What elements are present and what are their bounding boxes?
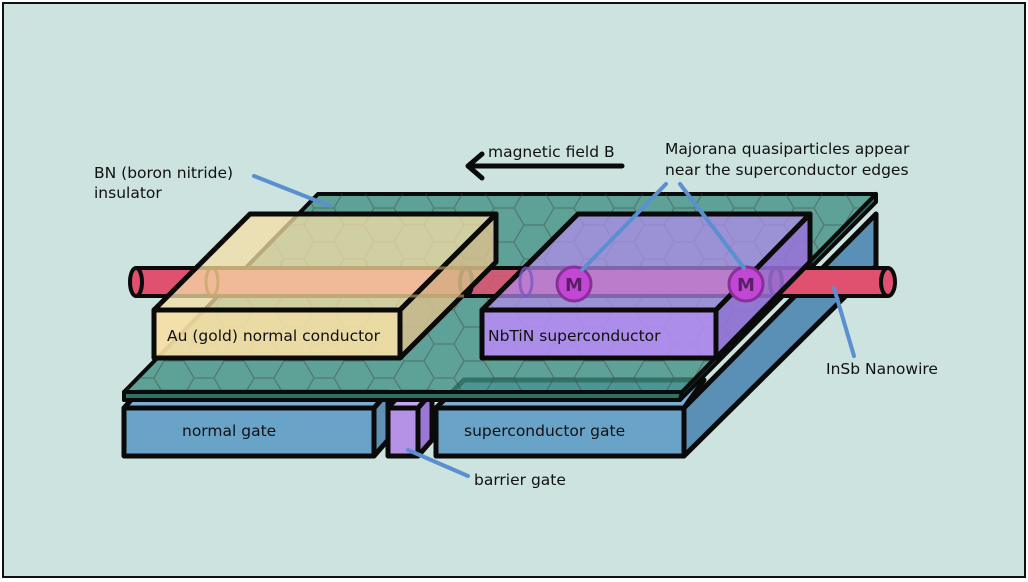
au-conductor-label: Au (gold) normal conductor [167, 327, 381, 345]
nbtin-label: NbTiN superconductor [488, 327, 661, 345]
majorana-label-line1: Majorana quasiparticles appear [665, 140, 910, 158]
bn-label-line1: BN (boron nitride) [94, 164, 233, 182]
svg-text:M: M [565, 275, 583, 296]
majorana-left-icon: M [555, 265, 593, 303]
bn-leader-line [252, 174, 332, 208]
normal-gate-label: normal gate [182, 422, 276, 440]
nanowire-label: InSb Nanowire [826, 360, 938, 378]
majorana-left-leader [580, 182, 668, 272]
magnetic-field-label: magnetic field B [488, 143, 615, 161]
arrow-left-icon [465, 151, 625, 181]
barrier-leader [406, 448, 470, 478]
svg-text:M: M [737, 275, 755, 296]
majorana-right-icon: M [727, 265, 765, 303]
barrier-gate-label: barrier gate [474, 471, 566, 489]
majorana-right-leader [678, 182, 746, 270]
majorana-label-line2: near the superconductor edges [665, 161, 909, 179]
device-diagram: Au (gold) normal conductor NbTiN superco… [94, 140, 938, 489]
au-normal-conductor: Au (gold) normal conductor [151, 211, 499, 361]
superconductor-gate-label: superconductor gate [464, 422, 625, 440]
nanowire-leader [832, 286, 856, 358]
bn-label-line2: insulator [94, 184, 162, 202]
